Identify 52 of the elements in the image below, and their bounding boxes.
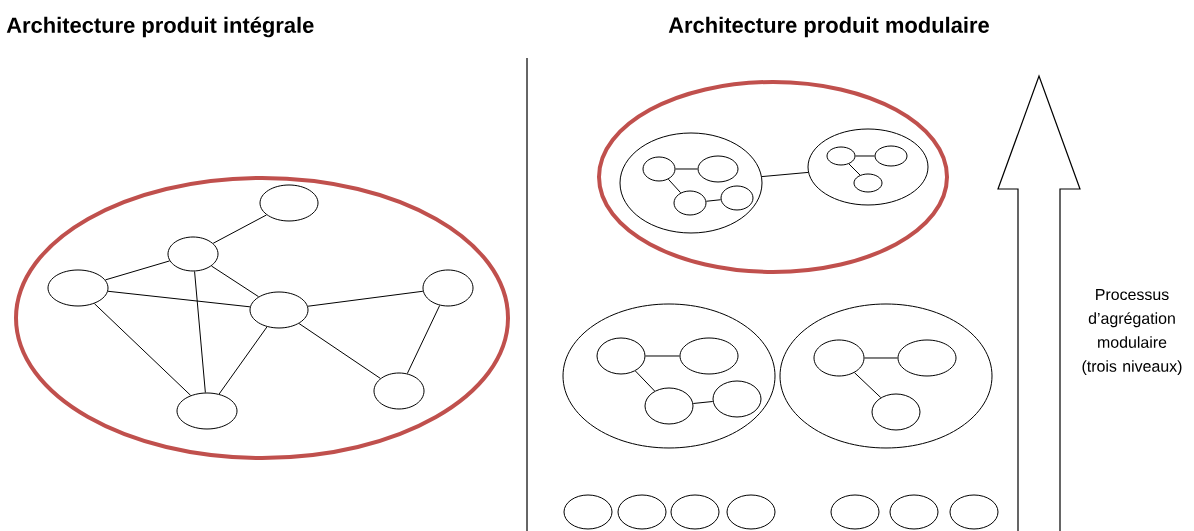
connector-line [848,163,861,176]
component-ellipse [813,339,865,377]
component-ellipse [712,380,762,418]
connector-line [692,401,714,404]
connector-line [645,355,680,357]
connector-line [406,305,441,374]
component-ellipse [720,185,754,211]
component-ellipse [642,156,676,182]
connector-line [298,323,381,379]
component-ellipse [176,392,238,430]
connector-line [705,199,722,202]
connector-line [212,214,267,244]
component-ellipse [726,494,776,530]
connector-line [218,326,268,395]
component-ellipse [563,494,613,530]
connector-line [634,370,656,392]
component-ellipse [167,236,219,272]
component-ellipse [259,184,319,222]
connector-line [211,265,260,298]
connector-line [194,270,206,393]
connector-line [761,171,809,178]
connector-line [307,290,424,307]
component-ellipse [249,291,309,329]
component-ellipse [874,145,908,167]
component-ellipse [644,387,694,425]
component-ellipse [853,173,883,193]
component-ellipse [673,190,707,216]
connector-line [675,168,698,170]
component-ellipse [871,393,921,431]
connector-line [667,178,682,194]
component-ellipse [697,155,739,183]
connector-line [854,372,882,399]
component-ellipse [596,337,646,375]
panel-title: Architecture produit intégrale [6,16,314,38]
component-ellipse [889,494,939,530]
component-ellipse [679,337,739,375]
connector-line [107,290,251,308]
connector-line [855,155,875,157]
component-ellipse [830,494,880,530]
arrow-label: Processus d’agrégation modulaire (trois niveaux) [1082,289,1182,375]
connector-line [864,357,898,359]
component-ellipse [897,339,957,377]
connector-line [93,303,192,396]
component-ellipse [422,269,474,307]
component-ellipse [826,146,856,166]
component-ellipse [670,494,720,530]
component-ellipse [949,494,999,530]
connector-line [104,260,171,281]
component-ellipse [617,494,667,530]
component-ellipse [47,269,109,307]
component-ellipse [373,372,425,410]
panel-title: Architecture produit modulaire [668,16,989,38]
